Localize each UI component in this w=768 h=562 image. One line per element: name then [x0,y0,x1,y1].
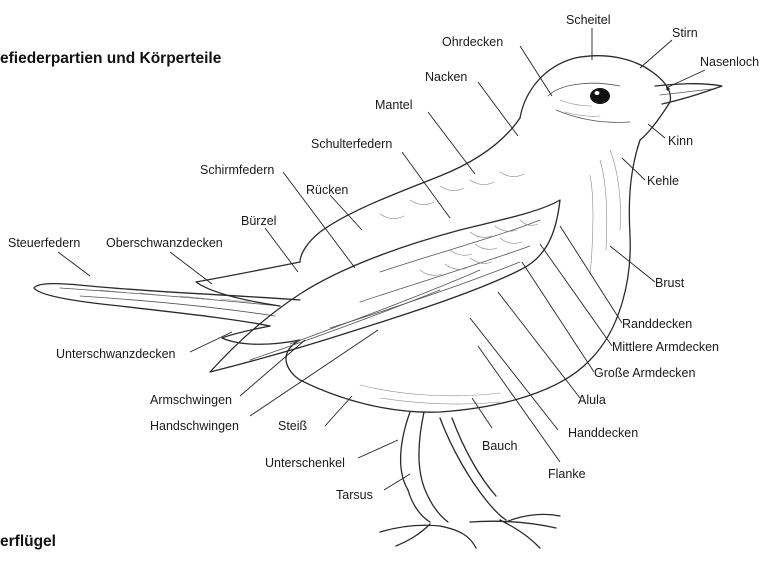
label-handschwingen: Handschwingen [150,419,239,433]
label-grosse-armdecken: Große Armdecken [594,366,695,380]
label-mantel: Mantel [375,98,413,112]
label-steuerfedern: Steuerfedern [8,236,80,250]
tail-feathers-shape [34,284,300,326]
label-alula: Alula [578,393,606,407]
label-unterschwanzdecken: Unterschwanzdecken [56,347,176,361]
right-leg-shape [440,418,506,520]
label-handdecken: Handdecken [568,426,638,440]
label-steiss: Steiß [278,419,308,433]
label-brust: Brust [655,276,685,290]
feet-shape [380,514,560,548]
label-nacken: Nacken [425,70,467,84]
section-heading-top: efiederpartien und Körperteile [0,50,222,67]
beak-shape [655,84,722,104]
anatomy-labels: Scheitel Stirn Ohrdecken Nasenloch Nacke… [8,13,759,502]
label-buerzel: Bürzel [241,214,276,228]
section-heading-bottom: erflügel [0,533,56,550]
undertail-coverts-shape [222,326,300,344]
label-schirmfedern: Schirmfedern [200,163,274,177]
label-bauch: Bauch [482,439,517,453]
label-scheitel: Scheitel [566,13,610,27]
label-stirn: Stirn [672,26,698,40]
label-nasenloch: Nasenloch [700,55,759,69]
label-kehle: Kehle [647,174,679,188]
label-randdecken: Randdecken [622,317,692,331]
bird-illustration [34,56,722,548]
label-oberschwanzdecken: Oberschwanzdecken [106,236,223,250]
label-ohrdecken: Ohrdecken [442,35,503,49]
label-flanke: Flanke [548,467,586,481]
left-leg-shape [401,412,430,522]
label-kinn: Kinn [668,134,693,148]
eye-shape [590,88,610,104]
label-unterschenkel: Unterschenkel [265,456,345,470]
label-tarsus: Tarsus [336,488,373,502]
label-ruecken: Rücken [306,183,348,197]
label-schulterfedern: Schulterfedern [311,137,392,151]
label-mittlere-armdecken: Mittlere Armdecken [612,340,719,354]
label-armschwingen: Armschwingen [150,393,232,407]
